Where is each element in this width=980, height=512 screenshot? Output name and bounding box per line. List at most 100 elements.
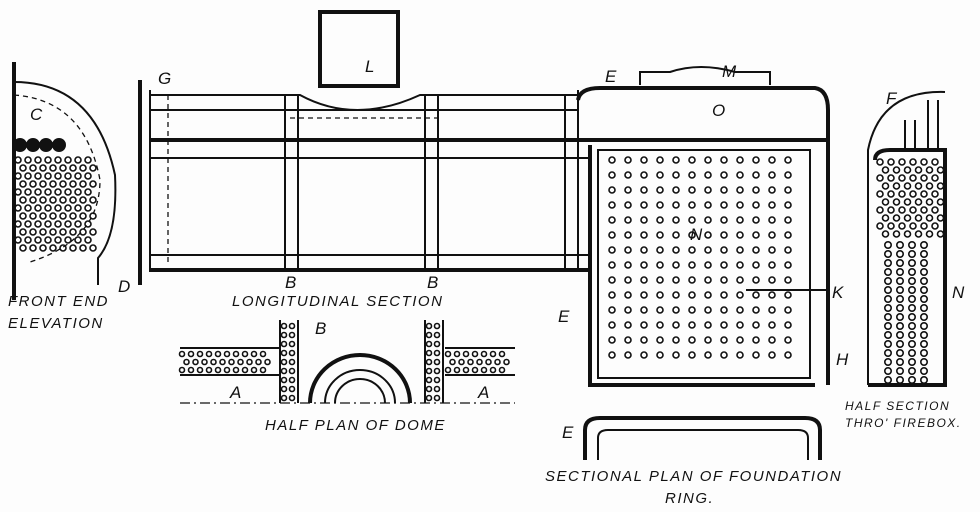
tube-circle — [887, 206, 895, 214]
tube-circle — [196, 366, 204, 374]
tube-circle — [919, 294, 928, 303]
tube-circle — [467, 358, 474, 366]
tube-circle — [898, 206, 906, 214]
tube-circle — [672, 351, 680, 359]
front-tube-grid — [14, 156, 97, 252]
tube-circle — [288, 322, 296, 330]
label-G: G — [158, 69, 172, 88]
caption-half-plan: HALF PLAN OF DOME — [265, 417, 446, 434]
tube-circle — [688, 231, 696, 239]
tube-circle — [931, 206, 939, 214]
tube-circle — [444, 350, 452, 358]
tube-circle — [64, 156, 72, 164]
tube-circle — [736, 351, 744, 359]
tube-circle — [883, 366, 892, 375]
tube-circle — [736, 336, 744, 344]
tube-circle — [898, 190, 906, 198]
tube-circle — [471, 366, 479, 374]
tube-circle — [640, 201, 648, 209]
tube-circle — [640, 336, 648, 344]
tube-circle — [64, 236, 72, 244]
tube-circle — [752, 246, 760, 254]
tube-circle — [925, 214, 934, 222]
tube-circle — [656, 291, 664, 299]
tube-circle — [79, 180, 87, 188]
tube-circle — [214, 350, 222, 358]
tube-circle — [89, 228, 97, 236]
tube-circle — [214, 366, 222, 374]
tube-circle — [74, 156, 82, 164]
tube-circle — [433, 394, 441, 402]
tube-circle — [640, 291, 648, 299]
tube-circle — [280, 376, 288, 384]
tube-circle — [720, 231, 728, 239]
tube-circle — [14, 236, 22, 244]
tube-circle — [903, 214, 912, 222]
tube-circle — [704, 171, 712, 179]
tube-circle — [64, 220, 72, 228]
tube-circle — [914, 230, 923, 238]
tube-circle — [688, 261, 696, 269]
tube-circle — [49, 164, 57, 172]
tube-circle — [280, 385, 288, 393]
tube-circle — [69, 212, 77, 220]
tube-circle — [608, 156, 616, 164]
tube-circle — [914, 214, 923, 222]
tube-circle — [54, 236, 62, 244]
tube-circle — [907, 330, 916, 339]
tube-circle — [907, 366, 916, 375]
tube-circle — [909, 206, 917, 214]
tube-circle — [232, 350, 240, 358]
tube-circle — [89, 180, 97, 188]
tube-circle — [449, 358, 456, 366]
tube-circle — [895, 312, 904, 321]
tube-circle — [39, 180, 47, 188]
tube-circle — [736, 201, 744, 209]
tube-circle — [936, 214, 945, 222]
tube-circle — [640, 246, 648, 254]
tube-circle — [895, 294, 904, 303]
label-K: K — [832, 283, 844, 302]
tube-circle — [907, 303, 916, 312]
tube-circle — [187, 350, 195, 358]
tube-circle — [79, 164, 87, 172]
tube-circle — [672, 186, 680, 194]
side-stay-grid — [876, 158, 945, 384]
tube-circle — [49, 196, 57, 204]
tube-circle — [736, 171, 744, 179]
tube-circle — [14, 188, 22, 196]
tube-circle — [178, 350, 186, 358]
tube-circle — [640, 171, 648, 179]
tube-circle — [494, 358, 501, 366]
label-D: D — [118, 277, 131, 296]
tube-circle — [688, 321, 696, 329]
tube-circle — [259, 350, 267, 358]
tube-circle — [920, 190, 928, 198]
tube-circle — [196, 350, 204, 358]
tube-circle — [907, 276, 916, 285]
tube-circle — [656, 306, 664, 314]
tube-circle — [925, 198, 934, 206]
tube-circle — [752, 261, 760, 269]
tube-circle — [720, 171, 728, 179]
tube-circle — [720, 351, 728, 359]
tube-circle — [925, 166, 934, 174]
tube-circle — [24, 204, 32, 212]
tube-circle — [608, 321, 616, 329]
tube-circle — [876, 158, 884, 166]
tube-circle — [288, 385, 296, 393]
tube-circle — [624, 291, 632, 299]
tube-circle — [672, 216, 680, 224]
tube-circle — [883, 330, 892, 339]
tube-circle — [29, 196, 37, 204]
tube-circle — [640, 276, 648, 284]
tube-circle — [280, 331, 288, 339]
tube-circle — [672, 336, 680, 344]
tube-circle — [892, 198, 901, 206]
tube-circle — [39, 212, 47, 220]
tube-circle — [936, 166, 945, 174]
tube-circle — [288, 340, 296, 348]
tube-circle — [69, 196, 77, 204]
tube-circle — [84, 236, 92, 244]
